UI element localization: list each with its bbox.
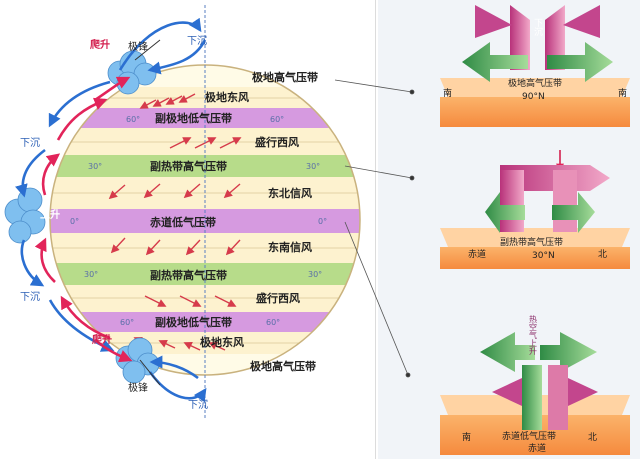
cloud-icon-south bbox=[115, 337, 160, 384]
panel-subtropical-left-label: 赤道 bbox=[468, 248, 486, 260]
label-rise-s: 爬升 bbox=[91, 333, 112, 346]
panel-polar-high: 下沉 极地高气压带 90°N 南 南 bbox=[440, 5, 630, 127]
band-label-westerly-n: 盛行西风 bbox=[255, 135, 299, 149]
band-subtropical-high-s bbox=[50, 263, 360, 285]
panel-equatorial-right-label: 北 bbox=[588, 432, 597, 443]
leader-line-subtropical bbox=[344, 165, 413, 179]
panel-equatorial-subtitle: 赤道 bbox=[528, 442, 546, 454]
panel-equatorial-title: 赤道低气压带 bbox=[502, 430, 556, 442]
polar-front-line-s bbox=[139, 359, 161, 386]
label-polar-front-n: 极锋 bbox=[128, 40, 148, 53]
lat-label-60s-right: 60° bbox=[266, 318, 280, 327]
leader-line-equatorial bbox=[344, 221, 409, 376]
band-label-equatorial-low: 赤道低气压带 bbox=[150, 215, 216, 229]
leader-line-polar bbox=[334, 79, 413, 93]
lat-label-30n-right: 30° bbox=[306, 162, 320, 171]
label-sink-top: 下沉 bbox=[187, 34, 207, 47]
label-sink-s30: 下沉 bbox=[20, 290, 40, 303]
panel-polar-title: 极地高气压带 bbox=[508, 77, 562, 89]
band-label-polar-east-s: 极地东风 bbox=[200, 335, 244, 349]
lat-label-60n-left: 60° bbox=[126, 115, 140, 124]
lat-label-30n-left: 30° bbox=[88, 162, 102, 171]
label-sink-bottom: 下沉 bbox=[188, 398, 208, 411]
band-label-polar-high-s: 极地高气压带 bbox=[250, 359, 316, 373]
panel-subtropical-title: 副热带高气压带 bbox=[500, 236, 563, 248]
panel-subtropical-high: 副热带高气压带 30°N 赤道 北 bbox=[440, 150, 630, 269]
panel-polar-subtitle: 90°N bbox=[522, 92, 545, 102]
band-label-subtropical-high-s: 副热带高气压带 bbox=[150, 268, 227, 282]
panel-equatorial-left-label: 南 bbox=[462, 431, 471, 443]
lat-label-eq-left: 0° bbox=[70, 217, 79, 226]
band-label-westerly-s: 盛行西风 bbox=[256, 291, 300, 305]
circulation-cells bbox=[15, 17, 207, 403]
lat-label-eq-right: 0° bbox=[318, 217, 327, 226]
label-sink-n30: 下沉 bbox=[20, 136, 40, 149]
lat-label-60n-right: 60° bbox=[270, 115, 284, 124]
panel-subtropical-right-label: 北 bbox=[598, 249, 607, 260]
lat-label-30s-right: 30° bbox=[308, 270, 322, 279]
panel-subtropical-subtitle: 30°N bbox=[532, 251, 555, 261]
band-label-subtropical-high-n: 副热带高气压带 bbox=[150, 159, 227, 173]
wind-arrows bbox=[108, 93, 242, 351]
band-label-se-trade: 东南信风 bbox=[268, 240, 312, 254]
band-label-polar-east-n: 极地东风 bbox=[205, 90, 249, 104]
panel-polar-left-label: 南 bbox=[443, 87, 452, 99]
panel-polar-vertical-label: 下沉 bbox=[532, 18, 543, 37]
cloud-icon-equator bbox=[4, 187, 46, 244]
lat-label-60s-left: 60° bbox=[120, 318, 134, 327]
label-rise-eq: 上升 bbox=[40, 208, 60, 221]
polar-front-line-n bbox=[134, 39, 161, 61]
label-polar-front-s: 极锋 bbox=[128, 381, 148, 394]
band-label-subpolar-low-s: 副极地低气压带 bbox=[155, 315, 232, 329]
panel-polar-right-label: 南 bbox=[618, 87, 627, 99]
lat-label-30s-left: 30° bbox=[84, 270, 98, 279]
band-label-subpolar-low-n: 副极地低气压带 bbox=[155, 111, 232, 125]
panel-equatorial-low: 热空气上升 赤道低气压带 赤道 南 北 bbox=[440, 314, 630, 455]
panel-equatorial-vertical-label: 热空气上升 bbox=[529, 314, 538, 356]
band-label-polar-high-n: 极地高气压带 bbox=[252, 70, 318, 84]
label-rise-n: 爬升 bbox=[89, 38, 110, 51]
band-label-ne-trade: 东北信风 bbox=[268, 186, 312, 200]
panel-divider bbox=[375, 0, 376, 459]
